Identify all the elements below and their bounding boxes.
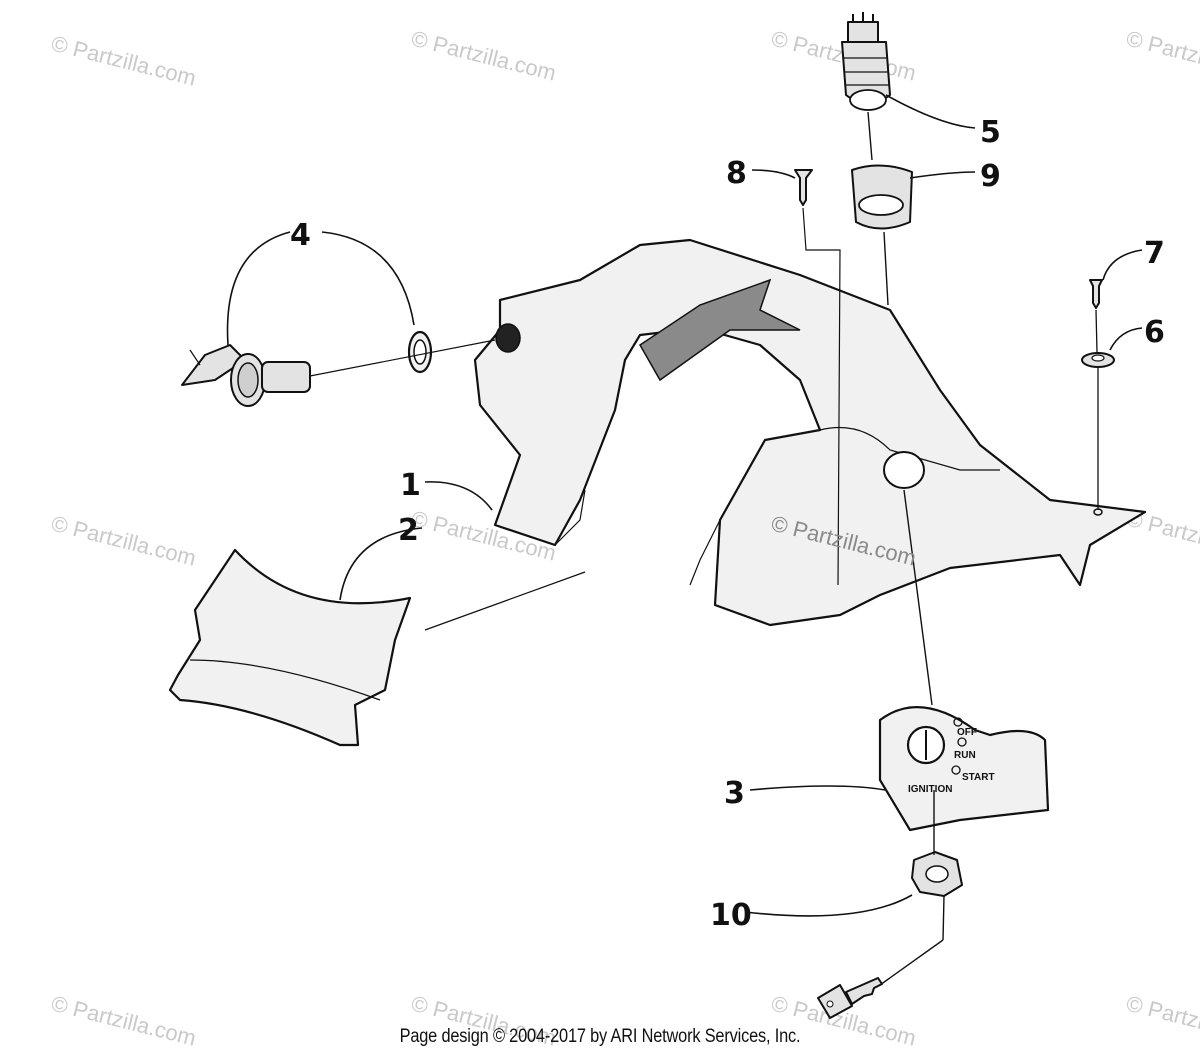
callout-2[interactable]: 2	[398, 513, 419, 548]
leader-1	[424, 481, 493, 511]
panel-label-start: START	[962, 772, 995, 783]
screw-part-8[interactable]	[751, 169, 841, 586]
callout-7[interactable]: 7	[1144, 236, 1165, 271]
callout-3[interactable]: 3	[724, 776, 745, 811]
leader-3	[749, 785, 886, 791]
callout-1[interactable]: 1	[400, 468, 421, 503]
panel-label-ignition: IGNITION	[908, 784, 952, 795]
lamp-bezel-part-9[interactable]	[851, 164, 976, 306]
callout-10[interactable]: 10	[710, 898, 752, 933]
washer-part-6[interactable]	[1081, 309, 1143, 510]
callout-6[interactable]: 6	[1144, 315, 1165, 350]
watermark-5: © Partzilla.com	[49, 511, 199, 571]
socket-hole	[495, 323, 521, 353]
nut-part-10[interactable]	[744, 489, 963, 986]
panel-label-run: RUN	[954, 750, 976, 761]
console-housing-part-1[interactable]	[473, 238, 1147, 627]
page-footer: Page design © 2004-2017 by ARI Network S…	[399, 1026, 801, 1047]
callout-5[interactable]: 5	[980, 115, 1001, 150]
power-socket-part-4[interactable]	[181, 231, 496, 407]
callout-9[interactable]: 9	[980, 159, 1001, 194]
ignition-hole	[883, 451, 925, 489]
watermark-4: © Partzilla.com	[1124, 26, 1200, 86]
panel-label-off: OFF	[957, 727, 977, 738]
callout-4[interactable]: 4	[290, 218, 311, 253]
switch-panel-part-3[interactable]: OFF RUN START IGNITION	[878, 706, 1050, 832]
watermark-2: © Partzilla.com	[409, 26, 559, 86]
leader-2	[339, 527, 423, 601]
ignition-key[interactable]	[817, 977, 883, 1019]
lower-cover-part-2[interactable]	[168, 548, 586, 747]
callout-8[interactable]: 8	[726, 156, 747, 191]
watermark-11: © Partzilla.com	[1124, 991, 1200, 1051]
watermark-1: © Partzilla.com	[49, 31, 199, 91]
screw-part-7[interactable]	[1089, 249, 1143, 309]
indicator-lamp-part-5[interactable]	[841, 12, 976, 161]
